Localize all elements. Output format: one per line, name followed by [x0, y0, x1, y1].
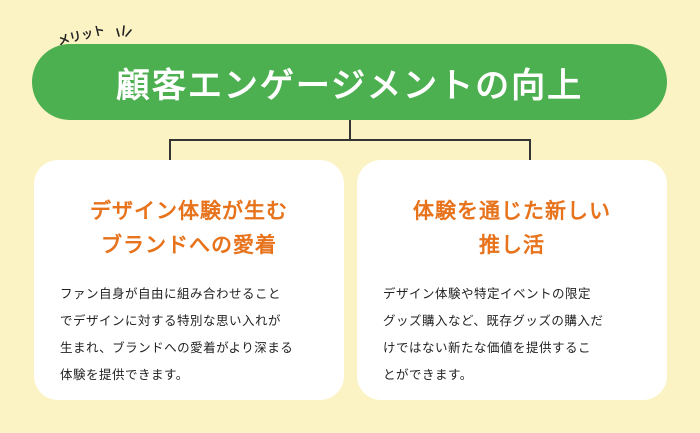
page-title: 顧客エンゲージメントの向上: [115, 65, 584, 106]
card-title: デザイン体験が生む ブランドへの愛着: [60, 194, 318, 262]
card-body-line: でデザインに対する特別な思い入れが: [60, 313, 282, 328]
card-title-line: デザイン体験が生む: [90, 199, 288, 223]
card-body-line: 生まれ、ブランドへの愛着がより深まる: [60, 340, 294, 355]
card-body-line: グッズ購入など、既存グッズの購入だ: [383, 313, 604, 328]
card-body-line: 体験を提供できます。: [60, 367, 189, 382]
emphasis-marks-icon: [116, 25, 132, 37]
card-body: デザイン体験や特定イベントの限定 グッズ購入など、既存グッズの購入だ けではない…: [383, 280, 641, 388]
benefit-card-oshikatsu: 体験を通じた新しい 推し活 デザイン体験や特定イベントの限定 グッズ購入など、既…: [357, 160, 667, 400]
card-body-line: けではない新たな価値を提供するこ: [383, 340, 592, 355]
card-body-line: デザイン体験や特定イベントの限定: [383, 286, 592, 301]
card-title: 体験を通じた新しい 推し活: [383, 194, 641, 262]
card-body: ファン自身が自由に組み合わせること でデザインに対する特別な思い入れが 生まれ、…: [60, 280, 318, 388]
card-title-line: 体験を通じた新しい: [413, 199, 611, 223]
card-title-line: 推し活: [479, 233, 545, 257]
card-body-line: とができます。: [383, 367, 473, 382]
title-banner: 顧客エンゲージメントの向上: [32, 44, 667, 120]
card-body-line: ファン自身が自由に組み合わせること: [60, 286, 282, 301]
card-title-line: ブランドへの愛着: [101, 233, 277, 257]
benefit-card-design: デザイン体験が生む ブランドへの愛着 ファン自身が自由に組み合わせること でデザ…: [34, 160, 344, 400]
